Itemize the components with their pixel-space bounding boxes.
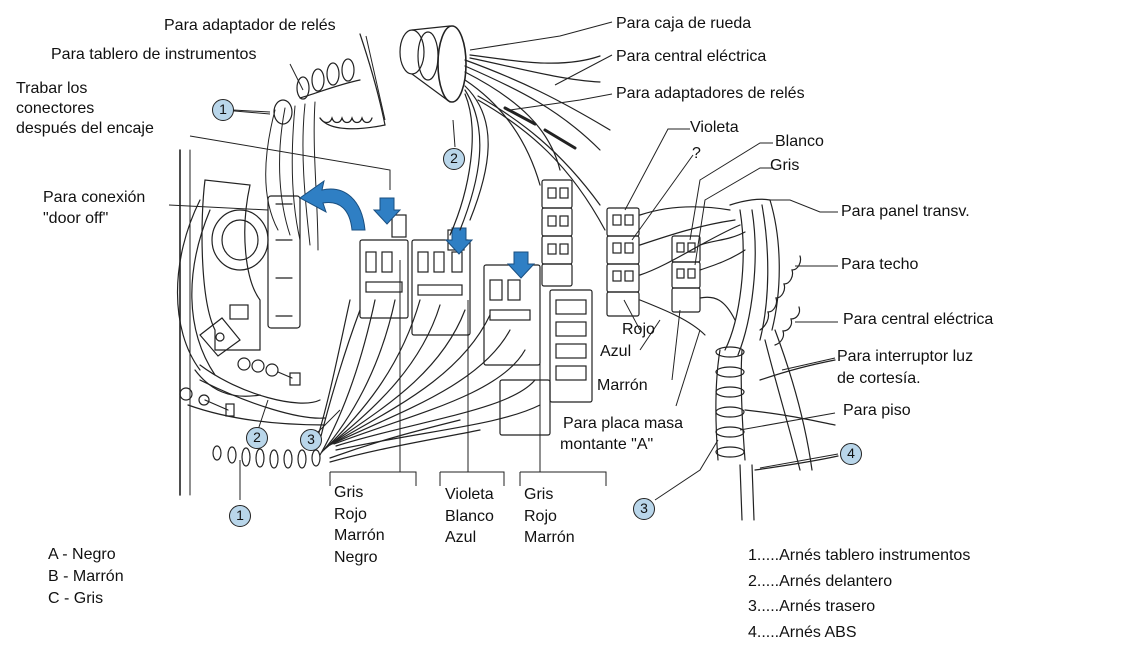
label-central-2: Para central eléctrica <box>843 311 994 328</box>
wire-group-2: Violeta Blanco Azul <box>445 484 494 549</box>
wire-color: Blanco <box>445 507 494 525</box>
wire-group-3: Gris Rojo Marrón <box>524 484 575 549</box>
wire-color: Marrón <box>334 527 385 544</box>
label-lock-3: después del encaje <box>16 120 154 137</box>
badge-harness-1: 1 <box>229 505 251 527</box>
badge-harness-2: 2 <box>443 148 465 170</box>
label-courtesy-1: Para interruptor luz <box>837 348 974 365</box>
label-relay-adapters: Para adaptadores de relés <box>616 85 805 102</box>
badge-harness-4: 4 <box>840 443 862 465</box>
label-floor: Para piso <box>843 402 911 419</box>
label-wheel-box: Para caja de rueda <box>616 15 752 32</box>
color-legend-item: C - Gris <box>48 590 104 607</box>
label-cross-panel: Para panel transv. <box>841 203 970 220</box>
label-gris: Gris <box>770 157 800 174</box>
harness-legend-item: 4.....Arnés ABS <box>748 623 857 641</box>
color-legend-item: B - Marrón <box>48 568 124 585</box>
label-relay-adapter: Para adaptador de relés <box>164 17 336 34</box>
wire-group-1: Gris Rojo Marrón Negro <box>334 482 385 568</box>
wire-color: Rojo <box>524 507 557 525</box>
label-ground-plate-1: Para placa masa <box>563 415 684 432</box>
label-door-off-1: Para conexión <box>43 189 146 206</box>
badge-harness-1: 1 <box>212 99 234 121</box>
label-question: ? <box>692 145 701 162</box>
wire-color: Gris <box>524 486 554 503</box>
harness-legend-item: 2.....Arnés delantero <box>748 572 893 590</box>
label-rojo: Rojo <box>622 321 655 338</box>
wire-color: Rojo <box>334 505 367 523</box>
color-legend-item: A - Negro <box>48 546 116 563</box>
label-lock-2: conectores <box>16 100 95 117</box>
label-courtesy-2: de cortesía. <box>837 370 921 387</box>
label-door-off-2: "door off" <box>43 210 109 227</box>
badge-harness-2: 2 <box>246 427 268 449</box>
harness-legend-item: 1.....Arnés tablero instrumentos <box>748 547 971 564</box>
harness-legend: 1.....Arnés tablero instrumentos 2.....A… <box>748 543 970 645</box>
color-legend: A - Negro B - Marrón C - Gris <box>48 544 124 610</box>
label-central-1: Para central eléctrica <box>616 48 767 65</box>
label-ground-plate-2: montante "A" <box>560 436 654 453</box>
wire-color: Negro <box>334 548 378 566</box>
badge-harness-3: 3 <box>300 429 322 451</box>
wire-color: Azul <box>445 529 477 546</box>
wire-color: Gris <box>334 484 364 501</box>
label-marron: Marrón <box>597 377 648 394</box>
label-violeta: Violeta <box>690 119 739 136</box>
label-lock-1: Trabar los <box>16 80 88 97</box>
wire-color: Marrón <box>524 529 575 546</box>
label-blanco: Blanco <box>775 133 824 150</box>
wire-color: Violeta <box>445 486 494 503</box>
harness-legend-item: 3.....Arnés trasero <box>748 598 876 615</box>
label-instrument-panel: Para tablero de instrumentos <box>51 46 257 63</box>
badge-harness-3: 3 <box>633 498 655 520</box>
label-azul: Azul <box>600 343 632 360</box>
label-roof: Para techo <box>841 256 919 273</box>
